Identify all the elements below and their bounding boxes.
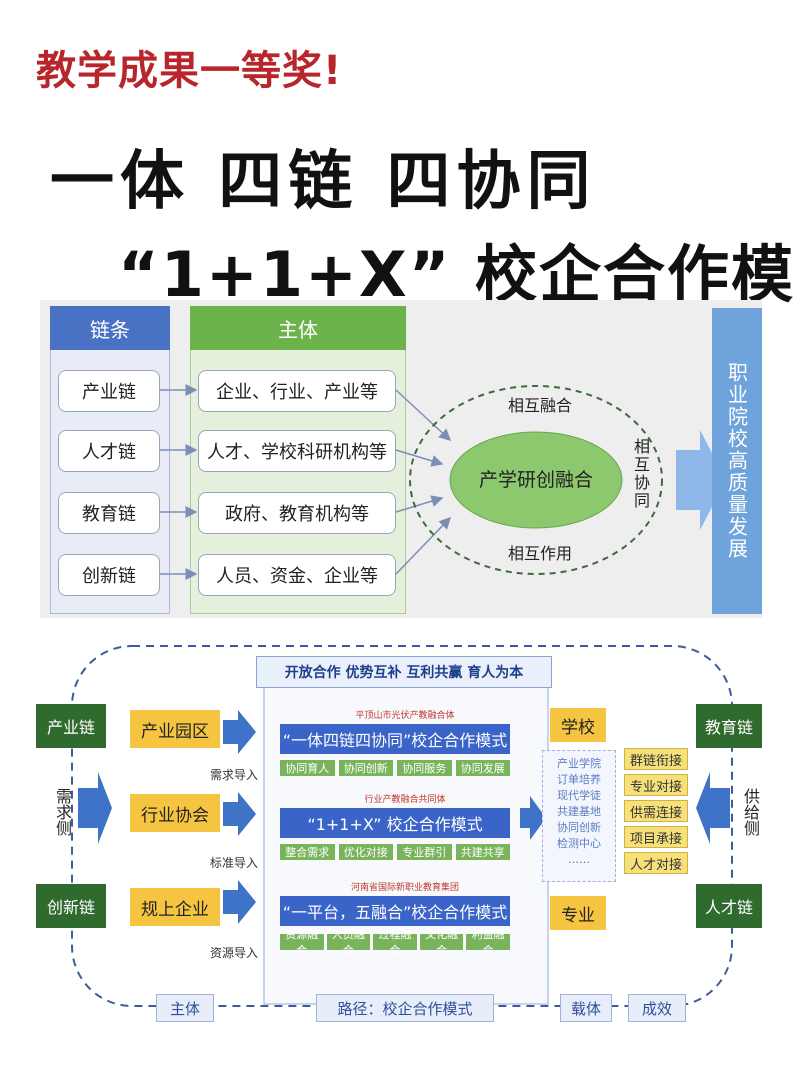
left-chain-box: 创新链 [36,884,106,928]
item-tag: 利益融合 [466,928,510,957]
item-tag: 文化融合 [419,928,464,957]
block-caption: 行业产教融合共同体 [364,794,446,805]
right-supply-arrow [696,772,730,844]
source-box: 规上企业 [130,888,220,926]
result-item: 供需连接 [624,800,688,822]
source-box: 产业园区 [130,710,220,748]
chain-box: 人才链 [58,430,160,472]
title-line-1: 一体 四链 四协同 [50,145,597,219]
carrier-item: 产业学院 [557,757,601,770]
item-tag: 协同创新 [338,760,393,776]
result-item: 项目承接 [624,826,688,848]
item-tag: 人员融合 [326,928,371,957]
source-arrow [223,710,256,754]
source-note: 资源导入 [210,946,259,960]
award-banner: 教学成果一等奖! [36,48,343,94]
carrier-bottom: 专业 [550,896,606,930]
item-tag: 专业群引 [397,844,452,860]
carrier-item: …… [568,852,590,866]
result-item: 人才对接 [624,852,688,874]
center-ellipse [449,431,623,529]
carrier-item: 订单培养 [557,773,601,786]
center-out-arrow [520,796,546,840]
item-tag: 协同育人 [280,760,335,776]
item-row: 整合需求 优化对接 专业群引 共建共享 [280,844,510,860]
carrier-item: 协同创新 [557,821,601,834]
model-bar: “1+1+X” 校企合作模式 [280,808,510,838]
source-arrow [223,880,256,924]
result-bar: 职业院校高质量发展 [712,308,762,614]
bottom-tab: 路径：校企合作模式 [316,994,494,1022]
bottom-tab: 成效 [628,994,686,1022]
subject-header: 主体 [190,306,406,350]
diagram-model: 开放合作 优势互补 互利共赢 育人为本 产业链 需求侧 创新链 产业园区 需求导… [30,640,775,1030]
chain-header: 链条 [50,306,170,350]
source-note: 需求导入 [210,768,259,782]
chain-box: 教育链 [58,492,160,534]
right-chain-box: 教育链 [696,704,762,748]
subject-arrow [395,449,444,467]
source-note: 标准导入 [210,856,259,870]
bottom-tab: 载体 [560,994,612,1022]
subject-box: 人才、学校科研机构等 [198,430,396,472]
bottom-label: 相互作用 [507,544,572,563]
item-tag: 共建共享 [455,844,510,860]
model-bar: “一体四链四协同”校企合作模式 [280,724,510,754]
chain-box: 产业链 [58,370,160,412]
item-row: 协同育人 协同创新 协同服务 协同发展 [280,760,510,776]
source-arrow [223,792,256,836]
item-tag: 优化对接 [338,844,393,860]
carrier-top: 学校 [550,708,606,742]
right-label: 相互协同 [631,438,650,510]
subject-arrow [395,389,452,442]
item-tag: 协同服务 [397,760,452,776]
block-caption: 平顶山市光伏产教融合体 [355,710,455,721]
bottom-tab: 主体 [156,994,214,1022]
carrier-item: 现代学徒 [557,789,601,802]
source-box: 行业协会 [130,794,220,832]
top-banner: 开放合作 优势互补 互利共赢 育人为本 [256,656,552,688]
result-item: 专业对接 [624,774,688,796]
right-chain-box: 人才链 [696,884,762,928]
subject-box: 企业、行业、产业等 [198,370,396,412]
subject-box: 政府、教育机构等 [198,492,396,534]
left-demand-arrow [78,772,112,844]
item-tag: 协同发展 [455,760,510,776]
model-bar: “一平台，五融合”校企合作模式 [280,896,510,926]
item-tag: 资源融合 [280,928,324,957]
subject-box: 人员、资金、企业等 [198,554,396,596]
right-vertical-label: 供给侧 [741,788,760,836]
carrier-item: 检测中心 [557,837,601,850]
item-tag: 过程融合 [373,928,417,957]
chain-box: 创新链 [58,554,160,596]
connector-layer [160,384,726,580]
diagram-four-chains: 链条 主体 产业链 人才链 教育链 创新链 企业、行业、产业等 人才、学校科研机… [40,300,762,618]
item-row: 资源融合 人员融合 过程融合 文化融合 利益融合 [280,928,510,957]
left-vertical-label: 需求侧 [53,788,72,836]
dashed-ring [409,385,663,575]
carrier-list: 产业学院 订单培养 现代学徒 共建基地 协同创新 检测中心 …… [542,750,616,882]
carrier-item: 共建基地 [557,805,601,818]
subject-arrow [395,495,444,513]
item-tag: 整合需求 [280,844,335,860]
big-right-arrow [676,430,726,530]
subject-arrow [395,516,452,575]
result-item: 群链衔接 [624,748,688,770]
left-chain-box: 产业链 [36,704,106,748]
block-caption: 河南省国际新职业教育集团 [350,882,459,893]
center-label: 产学研创融合 [478,468,593,491]
top-label: 相互融合 [507,396,572,415]
